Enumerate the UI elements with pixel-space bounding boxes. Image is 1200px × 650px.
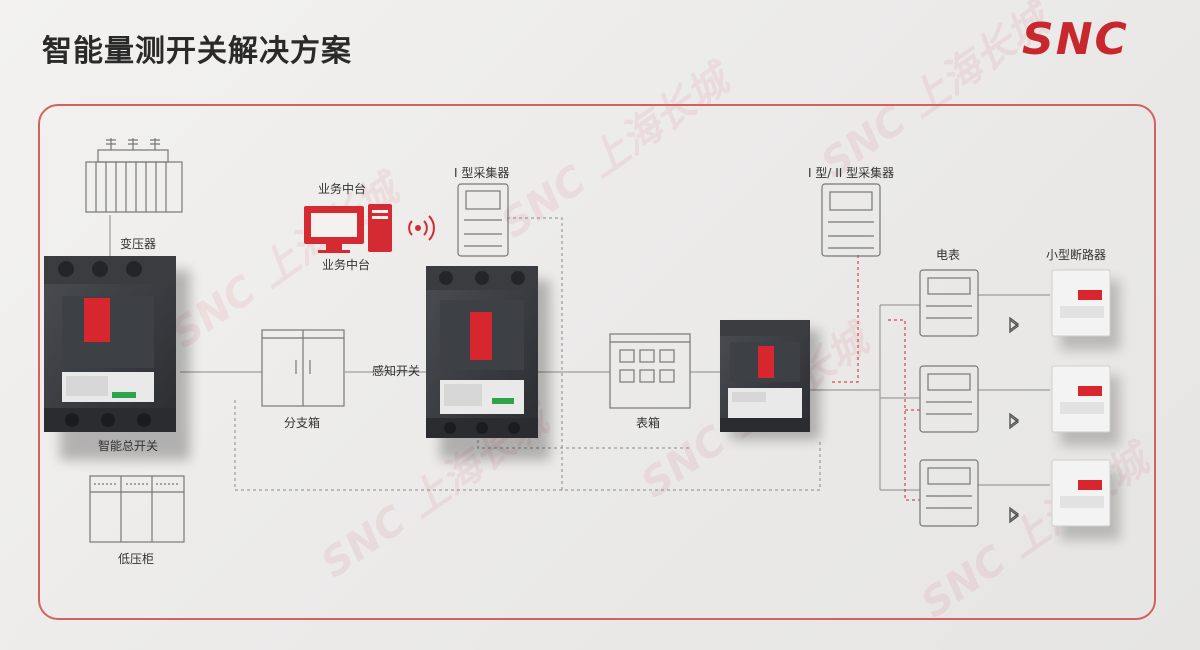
mini-breaker-device bbox=[1051, 459, 1120, 540]
page-title: 智能量测开关解决方案 bbox=[42, 34, 352, 69]
electric-meter-icon bbox=[919, 365, 979, 433]
bluetooth-icon bbox=[1009, 506, 1020, 524]
label-main-switch: 智能总开关 bbox=[98, 439, 159, 453]
bluetooth-icon bbox=[1009, 316, 1020, 334]
mini-breaker-device bbox=[1051, 269, 1120, 350]
branch-box-icon bbox=[261, 329, 345, 407]
electric-meter-icon bbox=[919, 269, 979, 337]
label-business-platform-top: 业务中台 bbox=[318, 182, 367, 196]
smart-meter-switch-device bbox=[720, 320, 820, 440]
label-mini-breaker: 小型断路器 bbox=[1046, 248, 1107, 262]
label-electric-meter: 电表 bbox=[936, 248, 961, 262]
meter-box-icon bbox=[609, 333, 691, 409]
main-switch-device bbox=[44, 256, 190, 460]
label-sensing-switch: 感知开关 bbox=[372, 364, 421, 378]
bluetooth-icon bbox=[1009, 412, 1020, 430]
label-collector-type1: I 型采集器 bbox=[454, 166, 510, 180]
label-branch-box: 分支箱 bbox=[284, 416, 321, 430]
label-business-platform-bottom: 业务中台 bbox=[322, 258, 371, 272]
diagram-panel bbox=[38, 104, 1156, 620]
label-transformer: 变压器 bbox=[120, 237, 157, 251]
sensing-switch-device bbox=[426, 266, 550, 460]
connector-lines bbox=[109, 215, 1050, 491]
wireless-icon bbox=[408, 215, 435, 241]
electric-meter-icon bbox=[919, 459, 979, 527]
red-dashed-lines bbox=[830, 255, 920, 501]
label-collector-type12: I 型/ II 型采集器 bbox=[808, 166, 895, 180]
mini-breaker-device bbox=[1051, 365, 1120, 446]
collector-type12-icon bbox=[821, 183, 881, 257]
business-platform-icon bbox=[304, 204, 392, 253]
label-meter-box: 表箱 bbox=[636, 416, 661, 430]
label-low-voltage-cabinet: 低压柜 bbox=[118, 552, 155, 566]
transformer-icon bbox=[85, 138, 183, 213]
low-voltage-cabinet-icon bbox=[89, 475, 185, 543]
brand-logo: SNC bbox=[1022, 14, 1129, 65]
collector-type1-icon bbox=[457, 183, 509, 257]
